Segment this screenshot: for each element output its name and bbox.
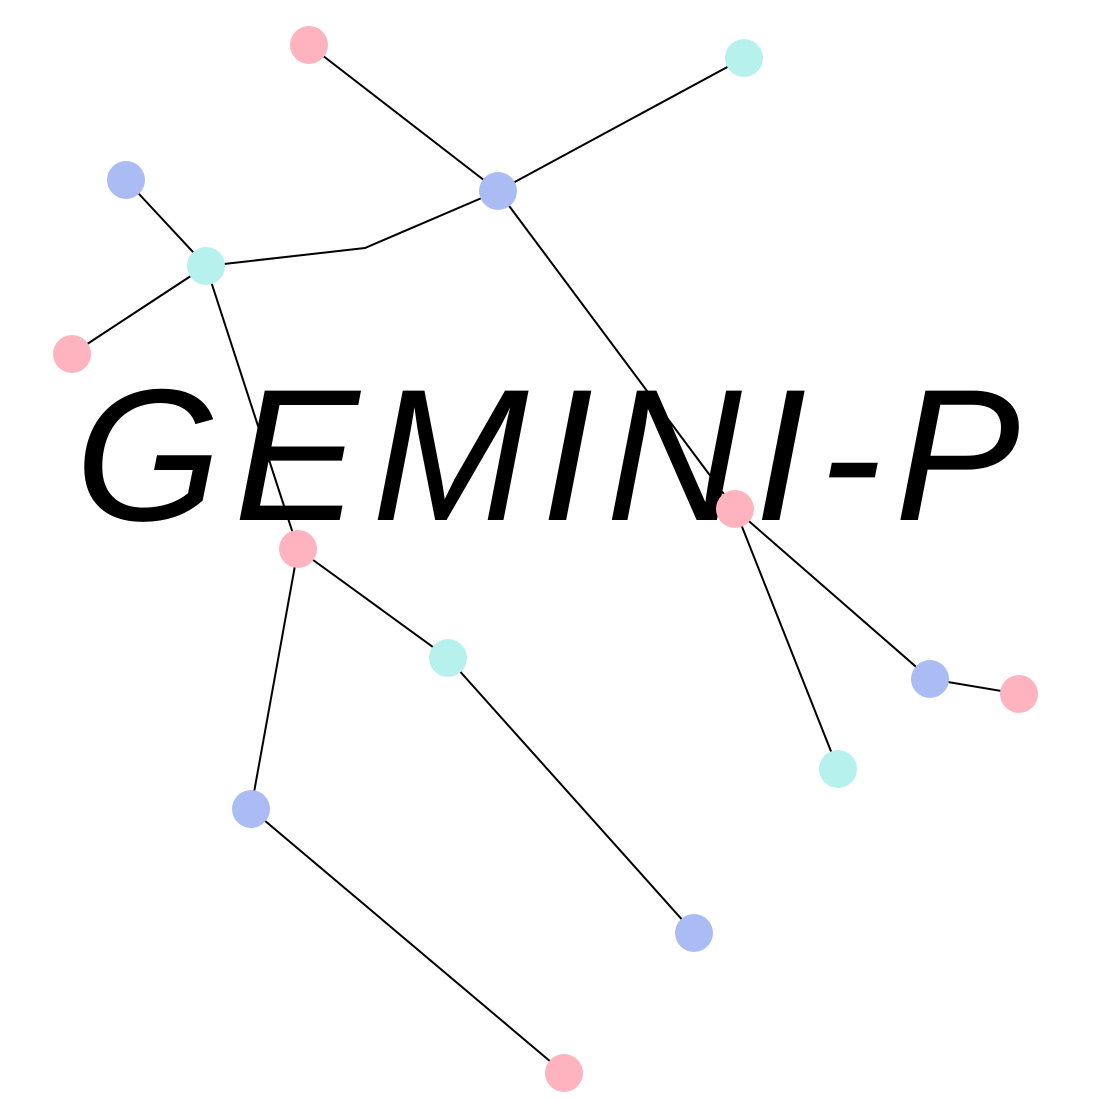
edge-n7-n13 xyxy=(250,548,299,810)
edge-n9-n14 xyxy=(447,657,695,934)
edge-n8-n12 xyxy=(734,508,839,770)
node-n12 xyxy=(819,750,857,788)
node-n6 xyxy=(53,335,91,373)
edge-n5-n7 xyxy=(205,265,299,550)
node-n15 xyxy=(545,1054,583,1092)
edge-n7-n9 xyxy=(297,548,449,659)
nodes xyxy=(53,26,1038,1092)
edge-n2-n3 xyxy=(497,57,745,192)
edge-n8-n10 xyxy=(734,508,931,680)
edge-n5-n6 xyxy=(71,265,207,355)
node-n4 xyxy=(107,161,145,199)
edge-n3-n5 xyxy=(205,190,499,267)
edge-n13-n15 xyxy=(250,808,565,1074)
diagram-title: GEMINI-P xyxy=(75,350,1020,560)
node-n14 xyxy=(675,914,713,952)
node-n3 xyxy=(479,172,517,210)
edge-n4-n5 xyxy=(125,179,207,267)
edge-n1-n3 xyxy=(308,44,499,192)
edges xyxy=(71,44,1020,1074)
node-n7 xyxy=(279,530,317,568)
node-n9 xyxy=(429,639,467,677)
edge-n3-n8 xyxy=(497,190,736,510)
node-n11 xyxy=(1000,675,1038,713)
node-n8 xyxy=(716,490,754,528)
node-n1 xyxy=(290,26,328,64)
node-n2 xyxy=(725,39,763,77)
node-n13 xyxy=(232,790,270,828)
node-n5 xyxy=(187,247,225,285)
node-n10 xyxy=(911,660,949,698)
